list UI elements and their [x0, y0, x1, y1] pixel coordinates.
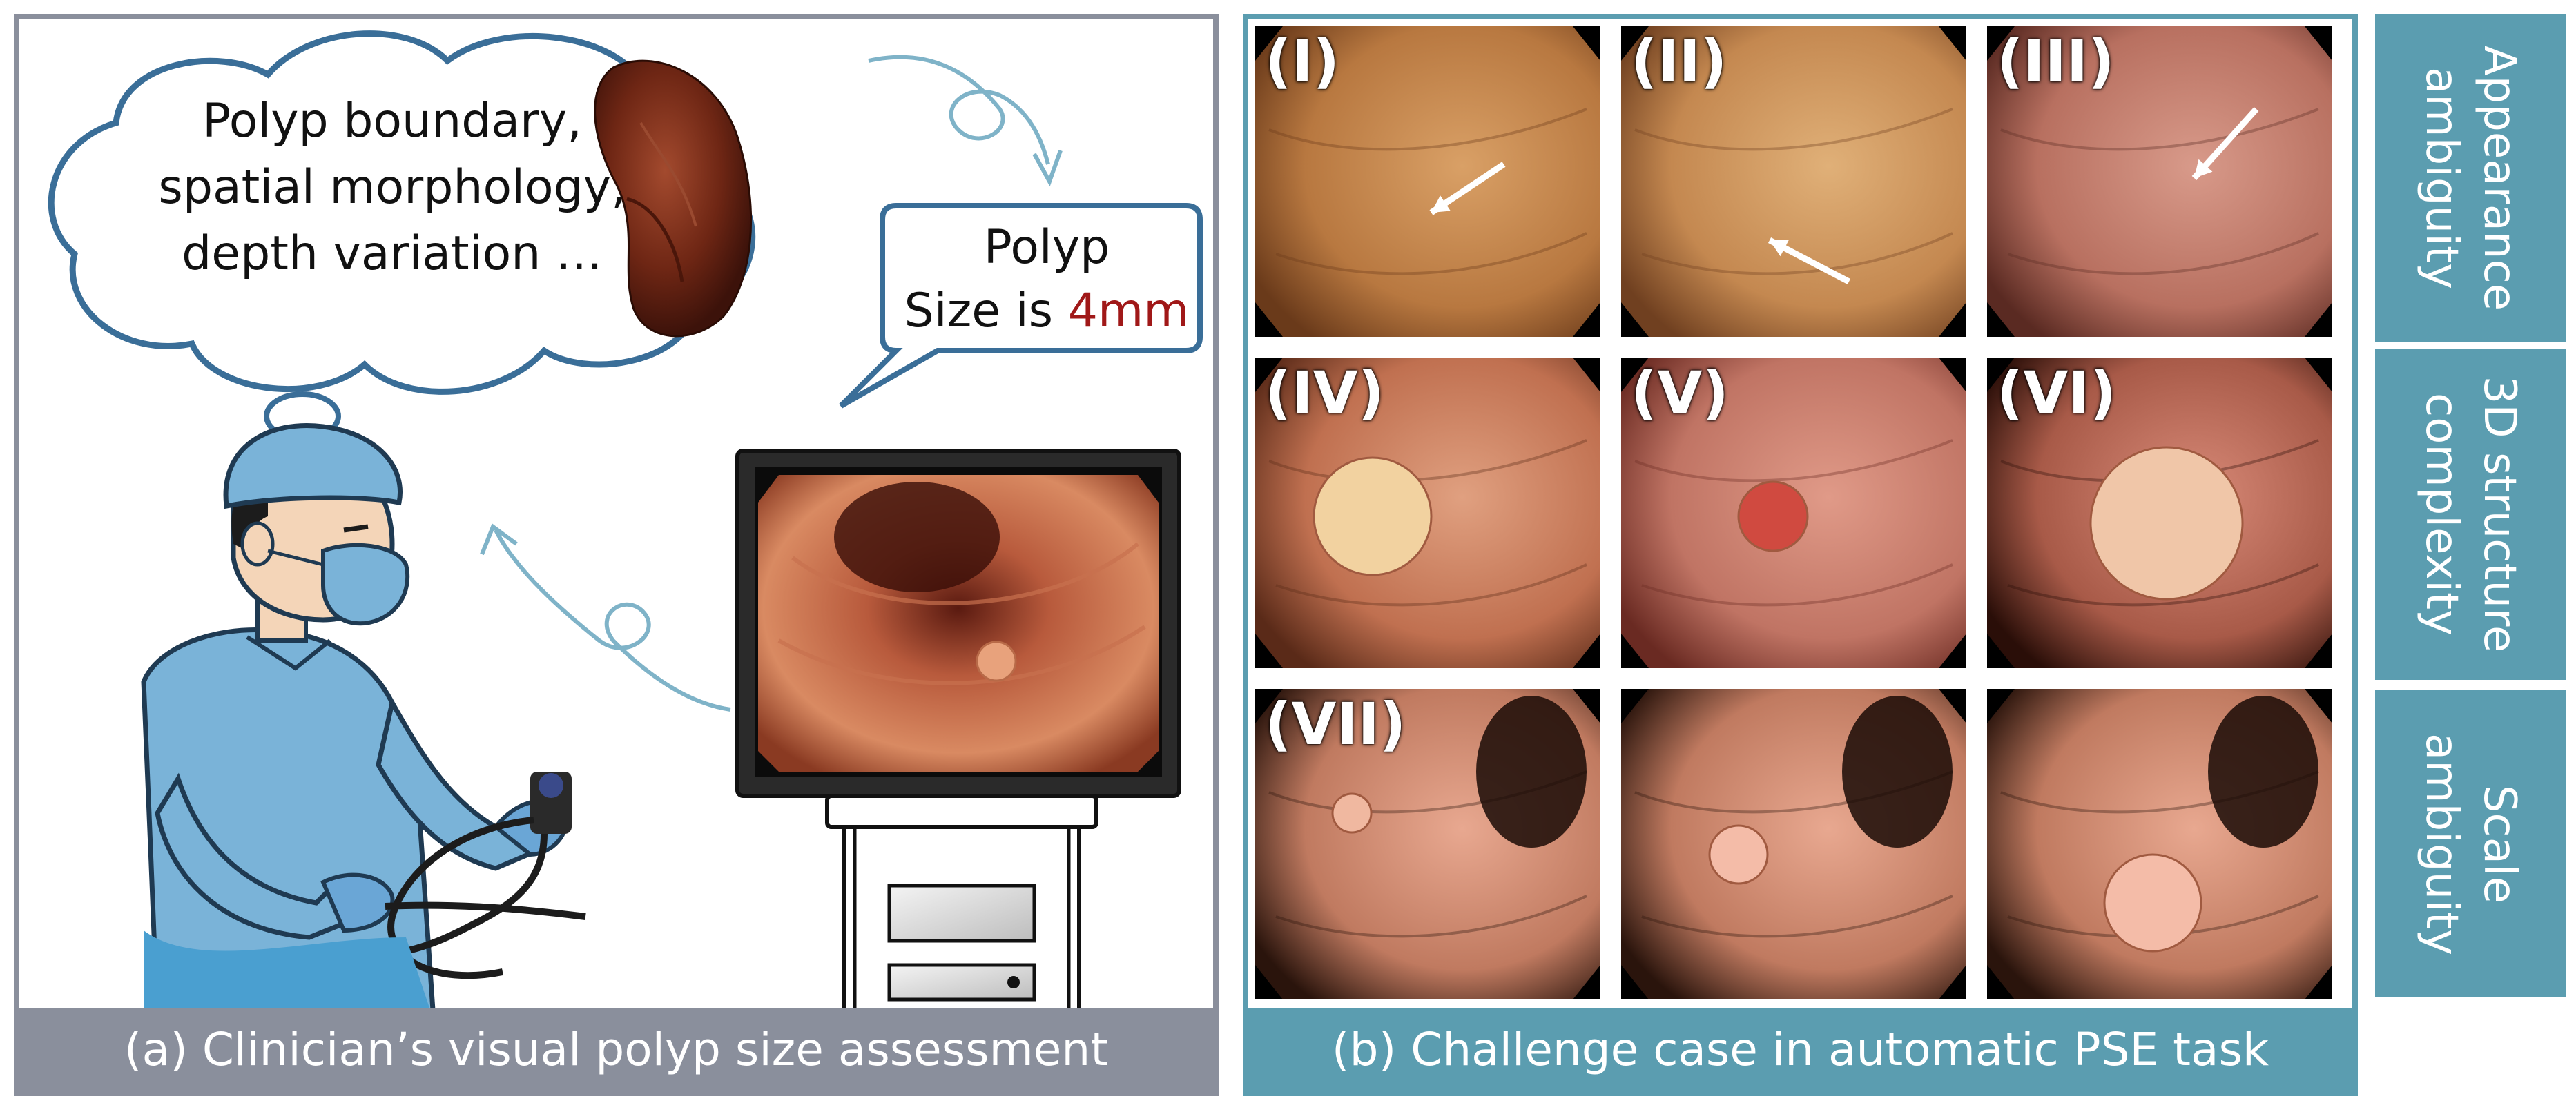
- endoscopy-tile-8: [1621, 689, 1966, 999]
- panel-b-caption: (b) Challenge case in automatic PSE task: [1248, 1008, 2352, 1091]
- endoscope-icon: [349, 772, 586, 979]
- curly-arrow-to-speech: [868, 55, 1050, 165]
- endoscopy-tile-1: (I): [1255, 26, 1600, 337]
- thought-text: Polyp boundary, spatial morphology, dept…: [123, 88, 661, 287]
- tile-label-5: (V): [1631, 359, 1729, 427]
- tile-label-4: (IV): [1265, 359, 1385, 427]
- side-label-1-line-1: Appearance: [2474, 45, 2525, 311]
- tile-label-7: (VII): [1265, 690, 1406, 758]
- curly-arrow-to-clinician: [494, 529, 731, 712]
- panel-a-clinician-assessment: Polyp boundary, spatial morphology, dept…: [14, 14, 1219, 1096]
- polyp-mark: [2103, 853, 2202, 953]
- tile-label-6: (VI): [1997, 359, 2117, 427]
- endoscopy-tile-9: [1987, 689, 2332, 999]
- polyp-mark: [1331, 792, 1373, 834]
- tile-label-3: (III): [1997, 28, 2115, 95]
- endoscopy-tile-4: (IV): [1255, 358, 1600, 668]
- thought-line-2: spatial morphology,: [158, 160, 626, 215]
- endoscopy-tile-2: (II): [1621, 26, 1966, 337]
- clinician-illustration: [48, 30, 1203, 1020]
- endoscopy-tile-6: (VI): [1987, 358, 2332, 668]
- speech-prefix: Size is: [904, 284, 1068, 338]
- panel-a-caption: (a) Clinician’s visual polyp size assess…: [19, 1008, 1213, 1091]
- side-label-1-line-2: ambiguity: [2416, 66, 2467, 289]
- equipment-cart: [825, 794, 1098, 1020]
- side-label-2-line-1: 3D structure: [2474, 375, 2525, 653]
- clinician-figure: [141, 423, 568, 1020]
- thought-line-3: depth variation …: [182, 226, 603, 281]
- endoscopy-tile-3: (III): [1987, 26, 2332, 337]
- speech-line-1: Polyp: [983, 220, 1110, 275]
- tile-label-2: (II): [1631, 28, 1727, 95]
- speech-bubble: [839, 203, 1203, 409]
- arrow-pointer-icon: [1770, 240, 1789, 257]
- thought-line-1: Polyp boundary,: [202, 94, 582, 148]
- arrow-pointer-icon: [1431, 195, 1451, 213]
- endoscopy-monitor: [735, 449, 1181, 798]
- side-label-3-line-2: ambiguity: [2416, 732, 2467, 955]
- panel-b-challenge-cases: (I) (II) (III) (IV) (V) (VI) (VII) (b) Challen…: [1243, 14, 2358, 1096]
- side-label-2-line-2: complexity: [2416, 393, 2467, 636]
- speech-text: Polyp Size is 4mm: [895, 216, 1199, 343]
- side-label-3d-structure: 3D structure complexity: [2375, 349, 2566, 680]
- polyp-mark: [2089, 446, 2244, 601]
- side-label-3-line-1: Scale: [2474, 784, 2525, 904]
- side-label-appearance: Appearance ambiguity: [2375, 14, 2566, 342]
- polyp-mark: [1313, 456, 1433, 576]
- side-label-scale: Scale ambiguity: [2375, 690, 2566, 997]
- polyp-mark: [1737, 480, 1809, 552]
- arrow-pointer-icon: [2194, 159, 2213, 178]
- blue-drape: [144, 930, 434, 1020]
- polyp-specimen-icon: [594, 59, 753, 338]
- polyp-mark: [1708, 824, 1769, 885]
- size-value: 4mm: [1067, 284, 1190, 338]
- speech-line-2: Size is 4mm: [895, 280, 1199, 343]
- endoscopy-tile-5: (V): [1621, 358, 1966, 668]
- endoscopy-tile-7: (VII): [1255, 689, 1600, 999]
- polyp-on-screen: [976, 641, 1017, 682]
- tile-label-1: (I): [1265, 28, 1340, 95]
